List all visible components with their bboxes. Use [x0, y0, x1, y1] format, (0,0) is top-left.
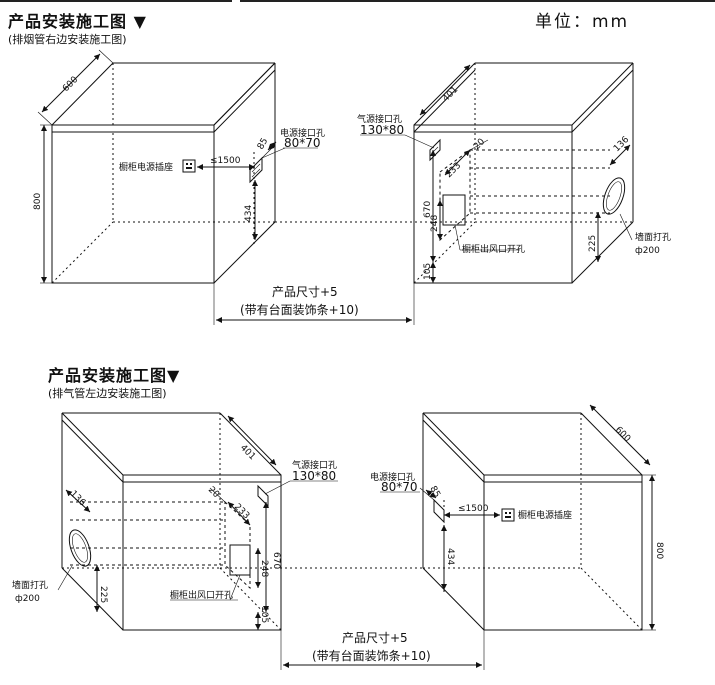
s1-wall-hole-size: ф200 [635, 246, 660, 256]
s1-dim-434: 434 [244, 205, 254, 222]
s2-dim-105: 105 [259, 606, 269, 623]
s1-wall-hole [602, 177, 626, 215]
s2-gas-hole-label: 气源接口孔 [292, 459, 337, 471]
s1-left-cabinet [51, 62, 276, 284]
s2-gas-hole-size: 130*80 [292, 469, 336, 483]
s1-dim-670: 670 [423, 201, 433, 218]
s2-dim-233: 233 [232, 502, 251, 521]
s2-dim-136: 136 [68, 489, 87, 508]
s2-right-dim-800: 800 [654, 542, 664, 559]
s2-vent-opening [229, 544, 251, 576]
s1-left-dim-800: 800 [33, 193, 43, 210]
s1-gas-hole-label: 气源接口孔 [357, 113, 402, 125]
s1-socket-label: 橱柜电源插座 [119, 161, 173, 173]
s2-dim-20: 20 [206, 485, 221, 500]
header-rule-right [240, 0, 715, 2]
s2-dim-225: 225 [98, 586, 108, 603]
s1-left-dim-600: 600 [61, 75, 80, 94]
s2-dim-670: 670 [271, 552, 281, 569]
section2-title: 产品安装施工图▼ [48, 366, 181, 385]
section1-title: 产品安装施工图 ▼ [8, 12, 147, 31]
s2-size-line1: 产品尺寸+5 [342, 631, 408, 645]
s2-wall-hole [68, 529, 92, 567]
section2-subtitle: (排气管左边安装施工图) [48, 387, 167, 400]
s1-size-line2: (带有台面装饰条+10) [240, 302, 359, 317]
s1-wall-hole-label: 墙面打孔 [635, 231, 671, 243]
unit-label: 单位：mm [535, 12, 630, 32]
s2-power-hole-size: 80*70 [381, 480, 418, 494]
section1-subtitle: (排烟管右边安装施工图) [8, 33, 127, 46]
s1-gas-hole-size: 130*80 [360, 123, 404, 137]
s2-wall-hole-label: 墙面打孔 [12, 579, 48, 591]
s1-socket-icon [182, 159, 196, 173]
s2-right-cabinet [422, 412, 643, 631]
s1-size-line1: 产品尺寸+5 [272, 285, 338, 299]
s2-size-line2: (带有台面装饰条+10) [312, 648, 431, 663]
s1-dim-225: 225 [588, 235, 598, 252]
s2-right-dim-600: 600 [613, 425, 632, 444]
s2-socket-label: 橱柜电源插座 [518, 509, 572, 521]
s1-vent-opening [442, 194, 466, 226]
s2-vent-label: 橱柜出风口开孔 [170, 589, 233, 601]
s2-socket-dim: ≤1500 [458, 504, 489, 514]
s2-socket-icon [501, 508, 515, 522]
s2-power-hole-label: 电源接口孔 [370, 471, 415, 483]
s1-dim-20: 20 [472, 137, 487, 152]
s2-power-hole [433, 498, 445, 524]
s1-dim-248: 248 [430, 215, 440, 232]
s1-socket-dim: ≤1500 [210, 156, 241, 166]
s1-power-hole-size: 80*70 [284, 136, 321, 150]
s2-dim-434: 434 [445, 548, 455, 565]
s2-dim-85: 85 [427, 485, 441, 500]
s2-wall-hole-size: ф200 [15, 594, 40, 604]
s1-power-hole [249, 156, 263, 184]
s1-vent-label: 橱柜出风口开孔 [462, 243, 525, 255]
s1-right-cabinet [413, 62, 634, 284]
s2-dim-248: 248 [259, 560, 269, 577]
s1-dim-85: 85 [256, 137, 270, 152]
s1-dim-233: 233 [444, 161, 463, 180]
header-rule-left [0, 0, 232, 2]
s1-dim-105: 105 [423, 263, 433, 280]
s2-dim-401: 401 [238, 443, 257, 462]
s1-power-hole-label: 电源接口孔 [280, 127, 325, 139]
s1-dim-136: 136 [612, 135, 631, 154]
